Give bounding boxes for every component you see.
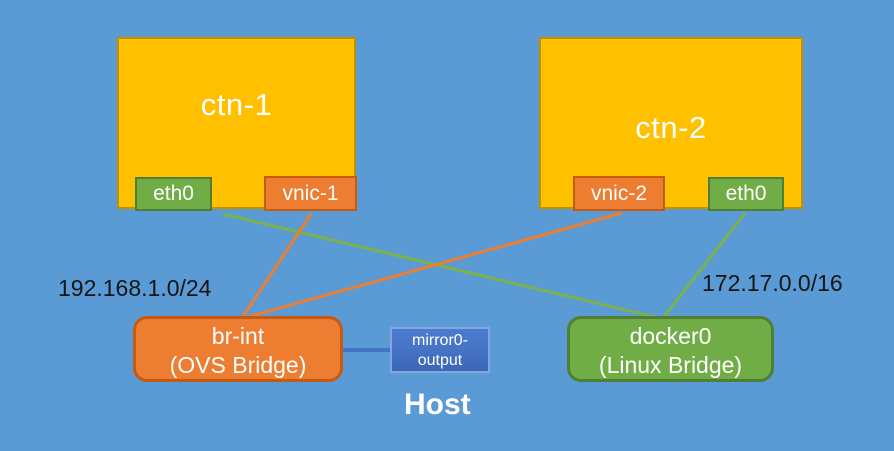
- mirror0-output-label-line1: mirror0-: [412, 332, 468, 349]
- mirror0-output-label-line2: output: [417, 352, 463, 369]
- interface-ctn2-vnic2: vnic-2: [573, 176, 665, 211]
- interface-ctn2-vnic2-label: vnic-2: [590, 181, 648, 205]
- interface-ctn1-eth0: eth0: [135, 177, 212, 211]
- bridge-brint-type: (OVS Bridge): [169, 352, 307, 378]
- bridge-docker0-name: docker0: [629, 323, 712, 349]
- link-ctn1-eth0-to-docker0: [222, 212, 660, 320]
- mirror0-output-box: mirror0- output: [390, 327, 490, 373]
- interface-ctn1-vnic1-label: vnic-1: [282, 181, 339, 205]
- network-label-docker-subnet: 172.17.0.0/16: [702, 270, 843, 296]
- container-ctn2-title: ctn-2: [635, 110, 707, 145]
- container-ctn1-title: ctn-1: [200, 87, 273, 122]
- bridge-docker0-box: docker0 (Linux Bridge): [567, 316, 774, 382]
- bridge-docker0-type: (Linux Bridge): [598, 352, 743, 378]
- interface-ctn1-vnic1: vnic-1: [264, 176, 357, 211]
- bridge-brint-box: br-int (OVS Bridge): [133, 316, 343, 382]
- link-ctn2-vnic2-to-brint: [243, 211, 623, 320]
- link-ctn2-eth0-to-docker0: [661, 212, 747, 319]
- interface-ctn2-eth0: eth0: [708, 177, 784, 211]
- link-ctn1-vnic1-to-brint: [240, 213, 313, 319]
- interface-ctn1-eth0-label: eth0: [153, 182, 194, 205]
- interface-ctn2-eth0-label: eth0: [725, 182, 767, 205]
- bridge-brint-name: br-int: [211, 323, 265, 349]
- network-label-ovs-subnet: 192.168.1.0/24: [58, 275, 212, 301]
- host-label: Host: [404, 388, 471, 421]
